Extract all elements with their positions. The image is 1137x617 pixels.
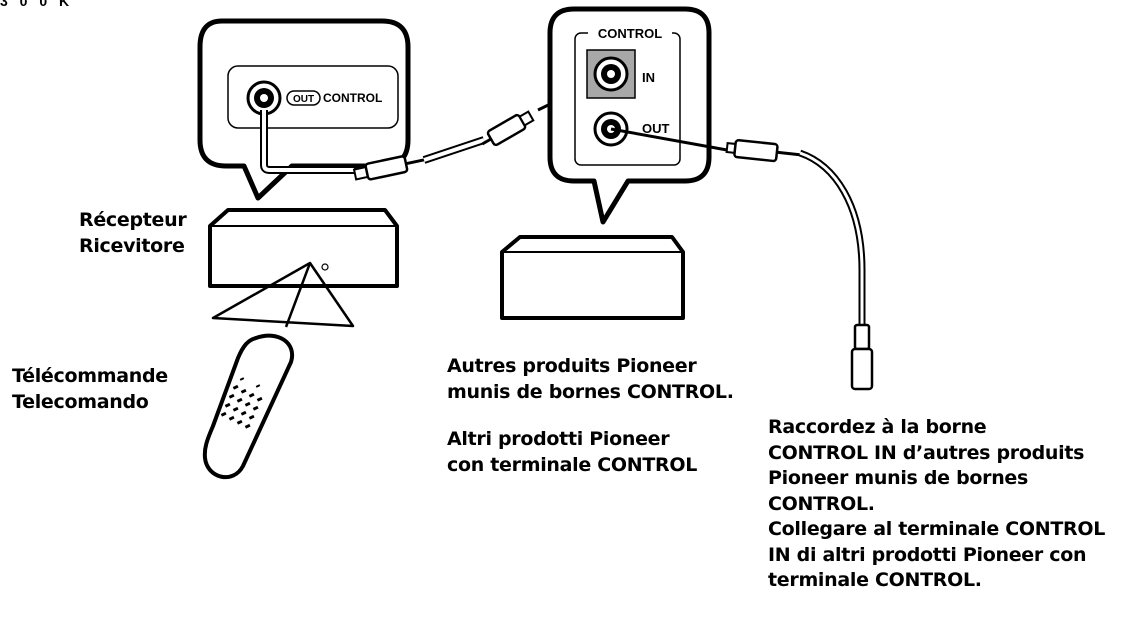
connect-note-line7: terminale CONTROL.: [768, 569, 982, 591]
receiver-callout: OUT CONTROL: [197, 18, 411, 201]
receiver-label-it: Ricevitore: [79, 234, 185, 257]
header-fragment: 3 0 0 K: [0, 0, 73, 9]
connect-note-line4: CONTROL.: [768, 492, 875, 515]
remote-buttons: [220, 377, 263, 429]
connect-note-line2: CONTROL IN d’autres produits: [768, 441, 1085, 464]
receiver-caption: Récepteur Ricevitore: [79, 208, 187, 259]
receiver-unit: [208, 208, 399, 288]
cable-plug-onward: [725, 139, 800, 163]
receiver-label-fr: Récepteur: [79, 209, 187, 231]
other-product-caption-it-line1: Altri prodotti Pioneer: [447, 428, 670, 450]
other-product-caption-fr-line2: munis de bornes CONTROL.: [447, 380, 734, 403]
other-product-panel-title: CONTROL: [598, 26, 662, 41]
connect-note-line5: Collegare al terminale CONTROL: [768, 518, 1106, 540]
other-product-in-label: IN: [642, 70, 655, 85]
receiver-control-panel: [227, 65, 399, 129]
receiver-out-label: OUT: [293, 94, 314, 105]
connect-note-line3: Pioneer munis de bornes: [768, 467, 1029, 489]
other-product-out-label: OUT: [642, 121, 670, 136]
remote-label-it: Telecomando: [12, 390, 149, 413]
cable-plug-left: [352, 155, 426, 181]
connect-note-line1: Raccordez à la borne: [768, 416, 987, 438]
other-product-caption-fr: Autres produits Pioneer munis de bornes …: [447, 354, 734, 405]
receiver-out-pill: [286, 90, 321, 106]
other-product-control-in-jack[interactable]: [593, 56, 629, 92]
connect-note-line6: IN di altri prodotti Pioneer con: [768, 543, 1087, 566]
other-product-callout: CONTROL IN OUT: [547, 6, 712, 225]
remote-caption: Télécommande Telecomando: [12, 364, 168, 415]
cable-plug-bottom: [850, 323, 874, 391]
other-product-caption-it: Altri prodotti Pioneer con terminale CON…: [447, 427, 697, 478]
cable-plug-right: [481, 110, 535, 147]
connect-note: Raccordez à la borne CONTROL IN d’autres…: [768, 415, 1105, 594]
remote-ir-beam: [211, 261, 355, 328]
other-product-caption-it-line2: con terminale CONTROL: [447, 453, 698, 476]
remote-label-fr: Télécommande: [12, 365, 168, 387]
remote-control: [202, 333, 295, 480]
other-product-control-out-jack[interactable]: [593, 111, 629, 147]
receiver-ir-sensor: [321, 263, 329, 271]
other-product-unit: [500, 235, 685, 320]
other-product-caption-fr-line1: Autres produits Pioneer: [447, 355, 697, 377]
receiver-control-out-jack[interactable]: [246, 80, 282, 116]
receiver-control-label: CONTROL: [323, 91, 382, 105]
control-cable-onward: [610, 127, 874, 391]
